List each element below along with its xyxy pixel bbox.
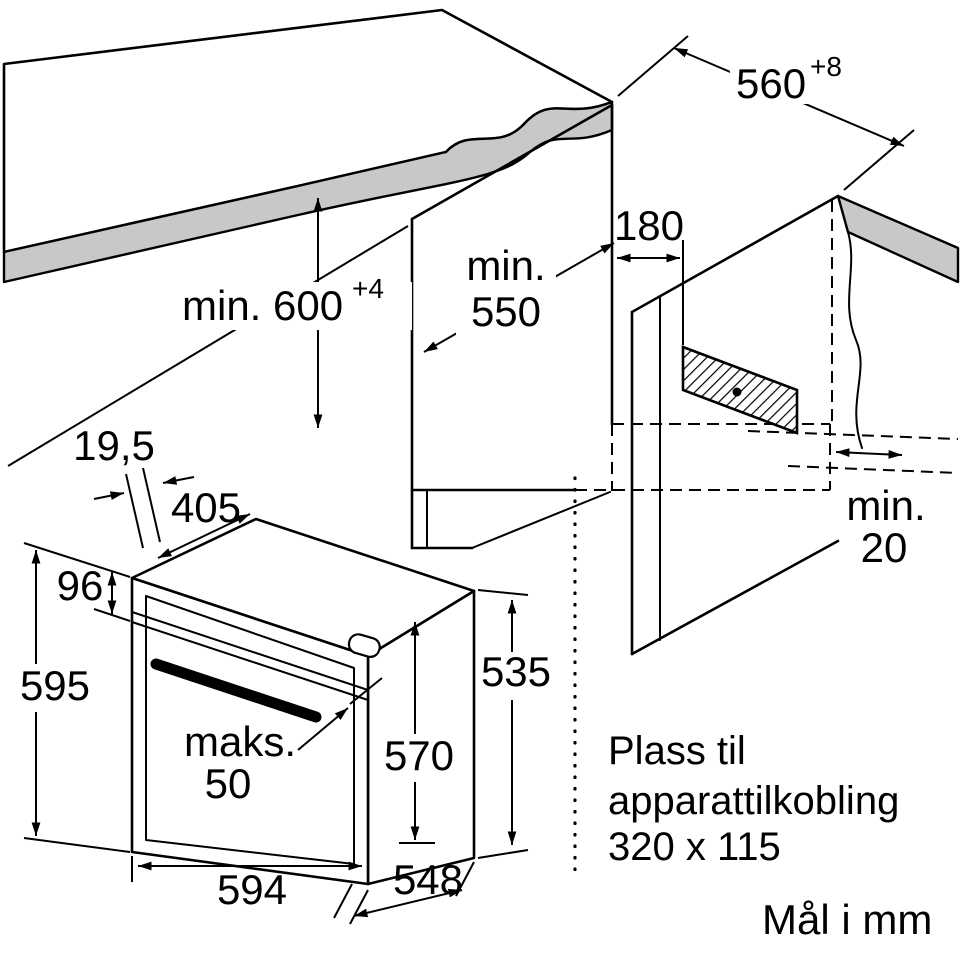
extension-line: [843, 129, 915, 191]
dimension-arrow: [157, 513, 251, 559]
dim-rear-clearance: min. 20: [835, 448, 926, 571]
extension-line: [93, 608, 131, 622]
dim-niche-height: min. 600 +4: [7, 198, 412, 467]
connection-point-dot: [732, 387, 742, 397]
extension-line: [23, 837, 131, 853]
connection-note-line-1: Plass til: [608, 729, 746, 773]
niche-height-label: min. 600: [182, 282, 343, 329]
connection-offset-label: 180: [614, 202, 684, 249]
adjacent-cabinet: [630, 194, 960, 656]
extension-line: [477, 589, 529, 596]
handle-depth-label-1: maks.: [184, 718, 296, 765]
niche-underside-edge: [410, 103, 614, 221]
front-height-label: 595: [20, 662, 90, 709]
front-width-label: 594: [217, 866, 287, 913]
extension-line: [333, 883, 353, 919]
rear-clearance-line-1: [747, 430, 959, 440]
body-depth-label: 548: [393, 856, 463, 903]
top-depth-label: 405: [171, 484, 241, 531]
extension-line: [349, 889, 369, 925]
wall-surface-band: [836, 194, 960, 284]
niche-depth-label-2: 550: [471, 288, 541, 335]
dim-panel-height: 96: [57, 562, 131, 622]
extension-line: [477, 849, 529, 859]
dim-niche-width: 560 +8: [617, 35, 915, 191]
base-diagonal-edge: [471, 491, 611, 549]
dim-top-depth: 405: [157, 484, 251, 559]
label-bg: [730, 56, 882, 104]
break-line: [847, 231, 863, 449]
dimension-arrow: [835, 448, 903, 459]
extension-line: [617, 35, 689, 97]
side-grip-slot: [347, 633, 381, 658]
cabinet-niche: [410, 103, 831, 550]
niche-depth-label-1: min.: [466, 242, 545, 289]
units-label: Mål i mm: [762, 896, 932, 943]
extension-line: [349, 677, 383, 705]
panel-height-label: 96: [57, 562, 104, 609]
dim-side-height: 535: [477, 589, 554, 859]
label-bg: [176, 282, 412, 330]
dimension-arrow: [297, 707, 349, 751]
dimension-arrow: [353, 888, 463, 918]
handle-depth-label-2: 50: [205, 760, 252, 807]
dimension-arrow: [162, 476, 195, 485]
niche-width-tolerance: +8: [810, 51, 842, 82]
control-panel-line: [131, 611, 369, 691]
cabinet-bottom-edge: [630, 539, 840, 656]
connection-note: Plass til apparattilkobling 320 x 115: [608, 729, 899, 869]
dim-front-width: 594: [131, 852, 369, 913]
label-bg: [382, 734, 456, 782]
dim-front-height: 595: [14, 542, 131, 853]
dim-handle-depth: maks. 50: [184, 677, 383, 807]
rear-clearance-label-1: min.: [846, 482, 925, 529]
cabinet-top-edge: [630, 194, 840, 314]
overhang-label: 19,5: [73, 422, 155, 469]
extension-line: [7, 225, 409, 467]
dim-frame-overhang: 19,5: [73, 422, 195, 549]
rear-clearance-line-2: [787, 465, 959, 474]
dim-connection-offset: 180: [614, 202, 684, 345]
control-panel-bottom-line: [131, 621, 369, 701]
dim-body-depth: 548: [333, 856, 475, 925]
extension-line: [142, 467, 161, 543]
label-bg: [478, 652, 554, 700]
rear-clearance-label-2: 20: [861, 524, 908, 571]
niche-width-label: 560: [736, 60, 806, 107]
label-bg: [14, 664, 96, 712]
extension-line: [23, 542, 131, 578]
dim-body-height: 570: [382, 622, 456, 844]
body-height-label: 570: [384, 732, 454, 779]
niche-height-tolerance: +4: [352, 273, 384, 304]
connection-note-line-3: 320 x 115: [608, 825, 781, 869]
extension-line: [125, 473, 144, 549]
connection-note-line-2: apparattilkobling: [608, 779, 899, 823]
dim-niche-depth: min. 550: [423, 240, 615, 353]
dimension-arrow: [93, 491, 125, 500]
label-bg: [456, 240, 556, 336]
side-height-label: 535: [481, 648, 551, 695]
door-handle: [150, 658, 322, 723]
oven-drawing: [130, 517, 476, 886]
